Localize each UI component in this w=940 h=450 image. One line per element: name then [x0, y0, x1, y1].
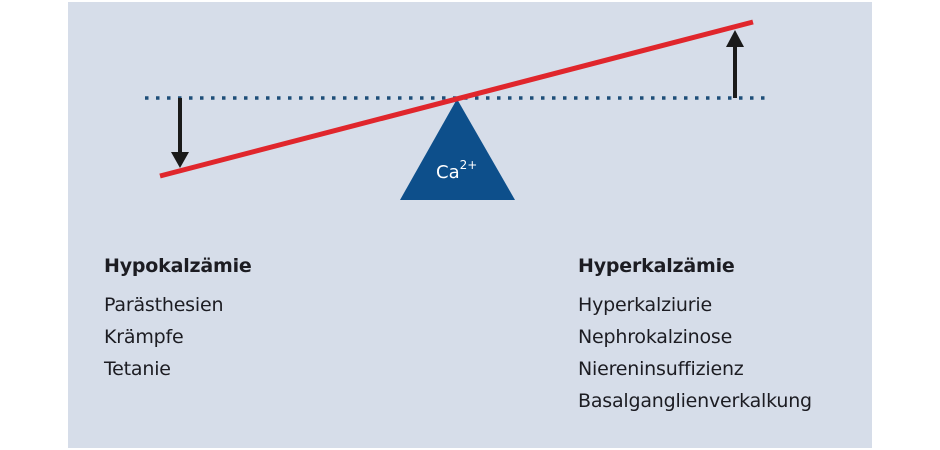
- diagram-panel: [68, 2, 872, 448]
- calcium-symbol: Ca: [436, 162, 460, 183]
- arrow-up-icon: [726, 30, 744, 98]
- hypercalcemia-symptom-list: Hyperkalziurie Nephrokalzinose Nierenins…: [578, 289, 812, 417]
- hypocalcemia-column: Hypokalzämie Parästhesien Krämpfe Tetani…: [104, 255, 252, 385]
- list-item: Hyperkalziurie: [578, 294, 712, 316]
- fulcrum-triangle-icon: [400, 99, 515, 200]
- list-item: Nephrokalzinose: [578, 326, 733, 348]
- list-item: Niereninsuffizienz: [578, 358, 744, 380]
- list-item: Krämpfe: [104, 326, 184, 348]
- list-item: Parästhesien: [104, 294, 224, 316]
- hypocalcemia-symptom-list: Parästhesien Krämpfe Tetanie: [104, 289, 252, 385]
- calcium-charge: 2+: [459, 158, 478, 172]
- balance-beam-line: [159, 19, 754, 179]
- hypercalcemia-title: Hyperkalzämie: [578, 255, 735, 277]
- list-item: Tetanie: [104, 358, 171, 380]
- calcium-label: Ca2+: [436, 158, 478, 183]
- hypercalcemia-column: Hyperkalzämie Hyperkalziurie Nephrokalzi…: [578, 255, 812, 417]
- list-item: Basalganglienverkalkung: [578, 390, 812, 412]
- hypocalcemia-title: Hypokalzämie: [104, 255, 252, 277]
- arrow-down-icon: [171, 98, 189, 168]
